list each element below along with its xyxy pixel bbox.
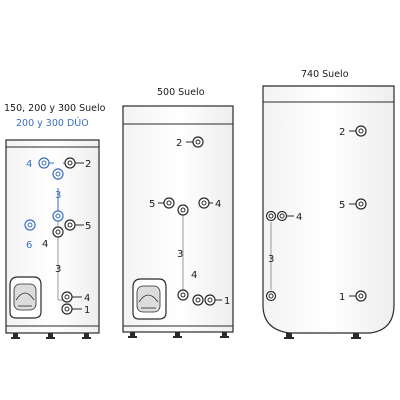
tank-small: 150, 200 y 300 Suelo 200 y 300 DÚO	[4, 103, 106, 339]
tank-small-connector-1	[61, 303, 73, 315]
tank-medium: 500 Suelo	[122, 87, 234, 338]
tank-small-connector-blue-mid	[52, 210, 64, 222]
tank-small-connector-blue-4	[38, 157, 50, 169]
tank-medium-control-panel	[132, 278, 167, 320]
tank-medium-title: 500 Suelo	[157, 87, 205, 98]
tank-small-label-4-mid: 4	[42, 239, 48, 250]
tank-small-label-blue-3: 3	[55, 190, 61, 201]
tank-small-connector-4-low	[61, 291, 73, 303]
tank-small-label-3: 3	[55, 264, 61, 275]
tank-large-connector-3-low	[265, 290, 277, 302]
tank-medium-feet	[128, 332, 229, 338]
tank-large-connector-2	[355, 125, 367, 137]
tank-large-body	[262, 85, 395, 334]
tank-large-label-1: 1	[339, 292, 345, 303]
tank-large: 740 Suelo	[262, 69, 395, 339]
tank-medium-label-4-low: 4	[191, 270, 197, 281]
tank-small-label-blue-4: 4	[26, 159, 32, 170]
tank-large-label-2: 2	[339, 127, 345, 138]
tank-medium-connector-5	[163, 197, 175, 209]
tank-small-connector-blue-6	[24, 219, 36, 231]
tank-small-subtitle: 200 y 300 DÚO	[16, 117, 89, 129]
tank-medium-connector-4-low	[192, 294, 204, 306]
tank-large-label-5: 5	[339, 200, 345, 211]
tank-medium-label-4-top: 4	[215, 199, 221, 210]
tank-small-label-blue-6: 6	[26, 240, 32, 251]
tank-medium-label-3: 3	[177, 249, 183, 260]
tank-medium-connector-3-low	[177, 289, 189, 301]
tank-small-label-5: 5	[85, 221, 91, 232]
tank-large-connector-5	[355, 198, 367, 210]
tank-small-connector-4-mid	[52, 226, 64, 238]
tank-large-title: 740 Suelo	[301, 69, 349, 80]
tank-small-control-panel	[9, 276, 42, 319]
tank-small-connector-2	[64, 157, 76, 169]
tank-small-feet	[11, 333, 91, 339]
tank-large-connector-4	[276, 210, 288, 222]
tank-small-connector-5	[64, 219, 76, 231]
tank-large-connector-1	[355, 290, 367, 302]
tank-medium-label-2: 2	[176, 138, 182, 149]
tank-small-label-1: 1	[84, 305, 90, 316]
tank-large-connector-3-top	[265, 210, 277, 222]
tank-medium-label-5: 5	[149, 199, 155, 210]
tank-large-feet	[284, 333, 361, 339]
tank-medium-connector-4-top	[198, 197, 210, 209]
tank-small-title: 150, 200 y 300 Suelo	[4, 103, 106, 114]
tank-medium-label-1: 1	[224, 296, 230, 307]
tank-small-connector-blue-top	[52, 168, 64, 180]
tank-medium-connector-1	[204, 294, 216, 306]
tank-small-label-2: 2	[85, 159, 91, 170]
tank-medium-connector-2	[192, 136, 204, 148]
tank-medium-connector-center	[177, 204, 189, 216]
tank-large-label-3: 3	[268, 254, 274, 265]
tank-large-label-4: 4	[296, 212, 302, 223]
tank-small-label-4-low: 4	[84, 293, 90, 304]
